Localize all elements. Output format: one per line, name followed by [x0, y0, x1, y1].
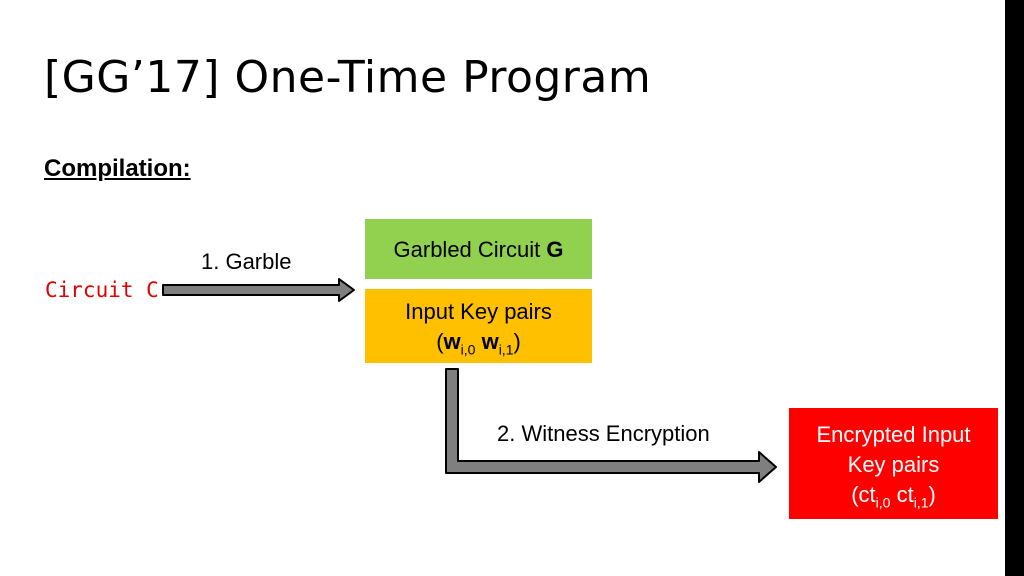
ct0-sub: i,0 [875, 494, 891, 511]
key-w0-sub: i,0 [460, 341, 476, 358]
key-w1-sub: i,1 [498, 341, 514, 358]
garble-arrow [162, 278, 355, 302]
garbled-circuit-text: Garbled Circuit [393, 237, 547, 262]
circuit-label: Circuit C [45, 278, 159, 302]
paren-close: ) [513, 329, 521, 354]
section-heading: Compilation: [44, 155, 191, 182]
key-w1: w [481, 329, 499, 354]
encrypted-formula: (cti,0 cti,1) [789, 480, 998, 517]
witness-encryption-label: 2. Witness Encryption [497, 421, 710, 446]
ct-paren-close: ) [928, 482, 936, 507]
slide-title: [GG’17] One-Time Program [44, 52, 652, 103]
encrypted-line2: Key pairs [847, 452, 940, 477]
garbled-circuit-symbol: G [546, 237, 564, 262]
ct1: ct [896, 482, 914, 507]
right-edge-bar [1005, 0, 1024, 576]
garble-arrow-label: 1. Garble [201, 249, 292, 274]
ct-paren-open: ( [851, 482, 859, 507]
ct1-sub: i,1 [913, 494, 929, 511]
encrypted-key-pairs-box: Encrypted Input Key pairs (cti,0 cti,1) [789, 408, 998, 519]
ct0: ct [858, 482, 876, 507]
encrypted-line1: Encrypted Input [816, 422, 971, 447]
input-key-pairs-formula: (wi,0 wi,1) [365, 327, 592, 364]
input-key-pairs-title: Input Key pairs [405, 299, 552, 324]
garbled-circuit-box: Garbled Circuit G [365, 219, 592, 279]
key-w0: w [443, 329, 461, 354]
witness-encryption-arrow [445, 368, 777, 483]
paren-open: ( [436, 329, 444, 354]
input-key-pairs-box: Input Key pairs (wi,0 wi,1) [365, 289, 592, 363]
